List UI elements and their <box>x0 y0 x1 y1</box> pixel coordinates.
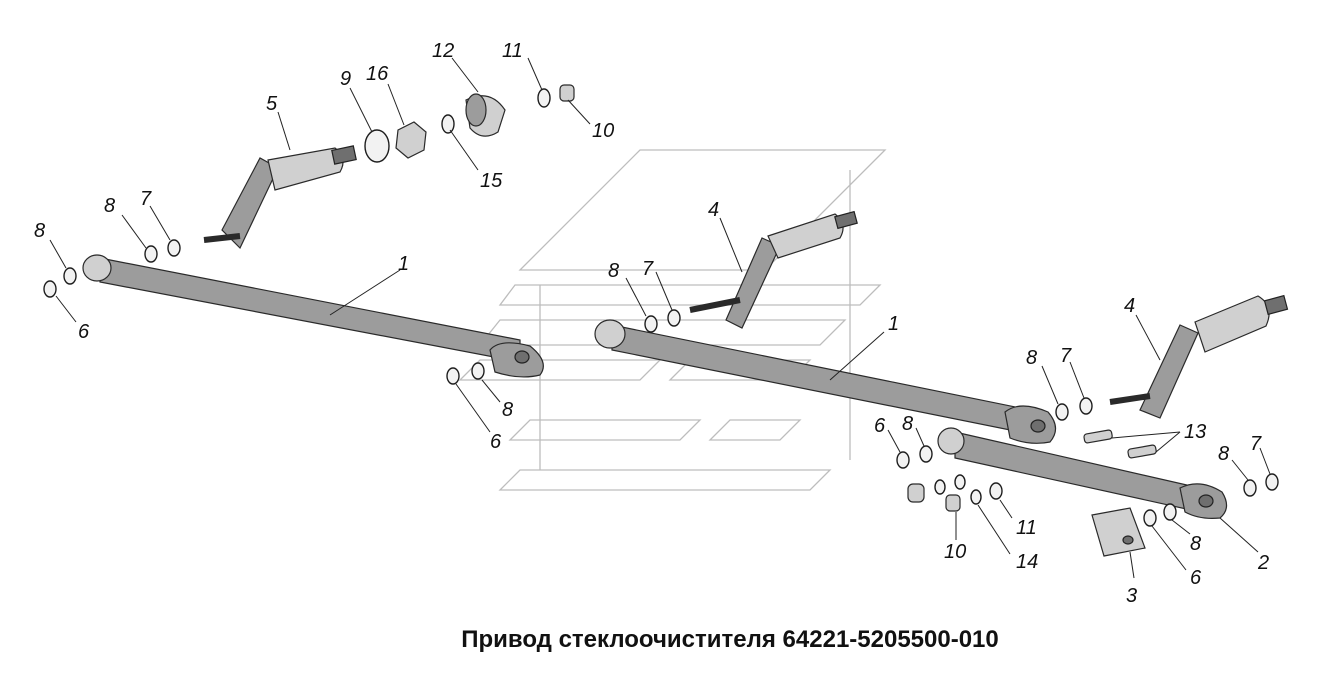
callout-8: 8 <box>608 260 619 282</box>
callout-8: 8 <box>502 399 513 421</box>
callout-6: 6 <box>490 431 502 453</box>
leader-lines <box>49 57 1271 579</box>
callout-11: 11 <box>1016 517 1037 539</box>
callout-3: 3 <box>1126 585 1137 607</box>
callout-16: 16 <box>366 63 389 85</box>
washer-7-middle <box>667 309 681 327</box>
callout-9: 9 <box>340 68 351 90</box>
callout-10: 10 <box>944 541 966 563</box>
wiper-bracket-4-middle <box>689 210 858 329</box>
callout-8: 8 <box>104 195 115 217</box>
diagram-title: Привод стеклоочистителя 64221-5205500-01… <box>0 626 1324 654</box>
callout-8: 8 <box>1026 347 1037 369</box>
callout-7: 7 <box>1250 433 1262 455</box>
nut-10-top <box>559 84 575 102</box>
callout-7: 7 <box>642 258 654 280</box>
callout-10: 10 <box>592 120 614 142</box>
wiper-rod-1-left <box>82 254 544 378</box>
callout-2: 2 <box>1257 552 1269 574</box>
callout-5: 5 <box>266 93 278 115</box>
callout-4: 4 <box>708 199 719 221</box>
callout-11: 11 <box>502 40 523 62</box>
plate-3 <box>1091 507 1146 557</box>
bolt-13 <box>1083 429 1157 459</box>
diagram-title-text: Привод стеклоочистителя 64221-5205500-01… <box>461 626 999 653</box>
nut-10-lower <box>945 494 961 512</box>
callout-1: 1 <box>398 253 409 275</box>
nut-16 <box>395 121 427 159</box>
callout-4: 4 <box>1124 295 1135 317</box>
callout-8: 8 <box>1218 443 1229 465</box>
callout-1: 1 <box>888 313 899 335</box>
washer-small-b <box>954 474 966 490</box>
washer-6-left-mid <box>446 367 460 385</box>
wiper-bracket-5 <box>203 145 357 250</box>
washer-8-right-lower <box>1243 479 1257 497</box>
washer-15 <box>441 114 455 134</box>
washer-7-left-upper <box>167 239 181 257</box>
callout-7: 7 <box>1060 345 1072 367</box>
washer-7-right-top <box>1079 397 1093 415</box>
callout-14: 14 <box>1016 551 1038 573</box>
callout-6: 6 <box>78 321 90 343</box>
washer-6-left-end <box>43 280 57 298</box>
washer-7-right-lower <box>1265 473 1279 491</box>
callout-7: 7 <box>140 188 152 210</box>
washer-8-middle <box>644 315 658 333</box>
callout-6: 6 <box>874 415 886 437</box>
washer-6-lower <box>896 451 910 469</box>
washer-8-left-mid <box>471 362 485 380</box>
washer-small-a <box>934 479 946 495</box>
washer-14 <box>970 489 982 505</box>
callout-8: 8 <box>902 413 913 435</box>
callout-8: 8 <box>1190 533 1201 555</box>
washer-9 <box>364 129 390 163</box>
washer-8-left-end <box>63 267 77 285</box>
washer-8-right-top <box>1055 403 1069 421</box>
callout-8: 8 <box>34 220 45 242</box>
washer-8-left-upper <box>144 245 158 263</box>
washer-8-lower <box>919 445 933 463</box>
washer-11-lower <box>989 482 1003 500</box>
cap-12 <box>465 93 506 137</box>
callouts: 12 11 9 16 5 10 15 8 7 8 6 1 4 8 7 8 6 1… <box>34 40 1269 607</box>
wiper-bracket-4-right <box>1109 294 1289 419</box>
spacer-lower <box>907 483 925 503</box>
wiper-rod-2 <box>937 427 1228 519</box>
washer-6-right-bottom <box>1143 509 1157 527</box>
wiper-rod-1-middle <box>594 319 1057 444</box>
washer-11-top <box>537 88 551 108</box>
washer-8-right-bottom <box>1163 503 1177 521</box>
callout-6: 6 <box>1190 567 1202 589</box>
callout-13: 13 <box>1184 421 1206 443</box>
callout-15: 15 <box>480 170 503 192</box>
callout-12: 12 <box>432 40 454 62</box>
